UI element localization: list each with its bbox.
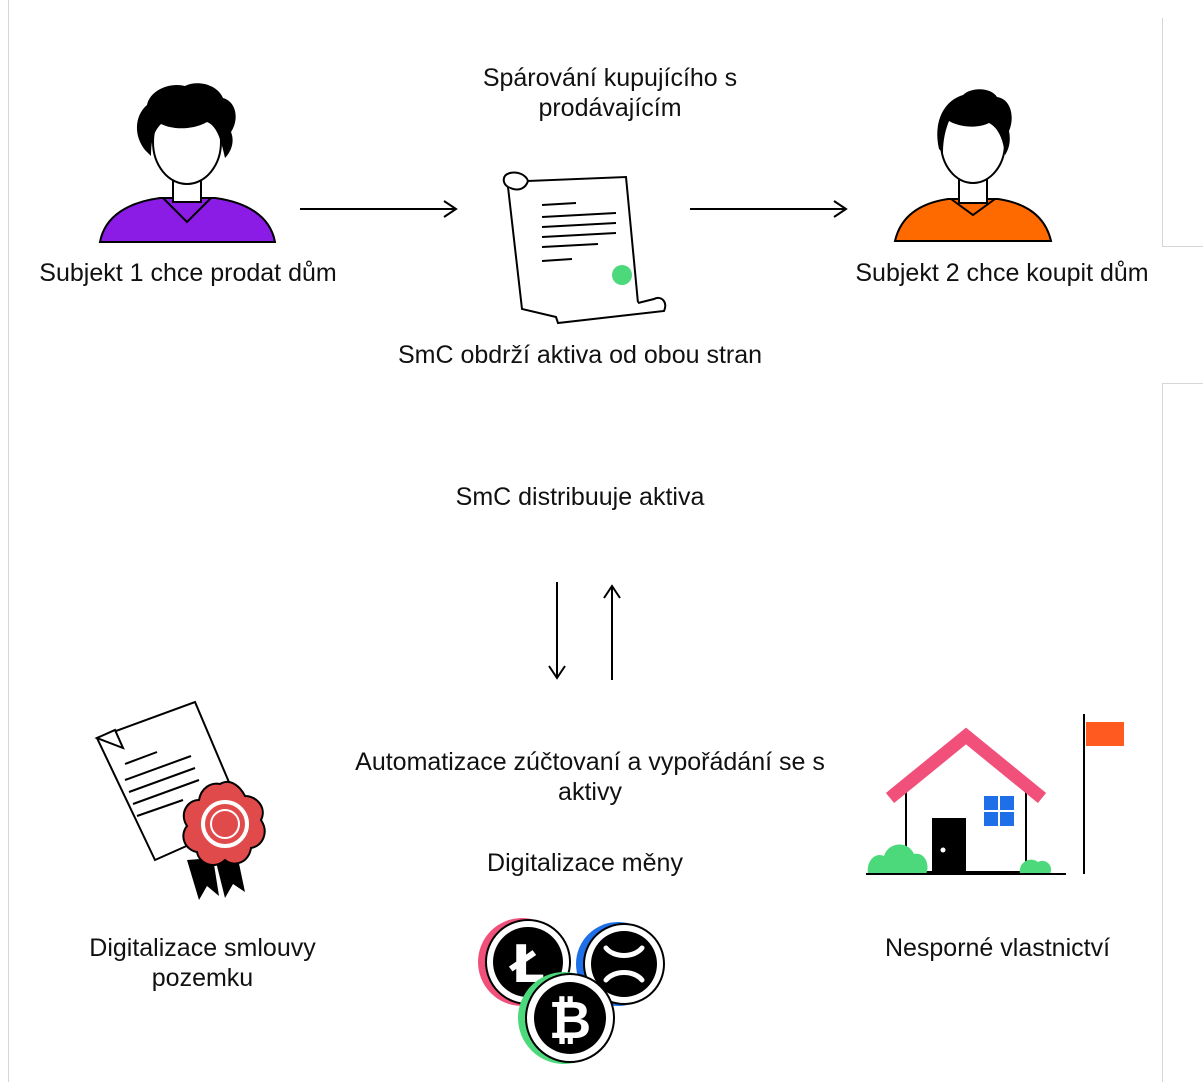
smc-distributes-label: SmC distribuuje aktiva [455, 483, 705, 511]
smc-receives-label: SmC obdrží aktiva od obou stran [397, 341, 763, 369]
land-contract-label: Digitalizace smlouvy pozemku [89, 934, 316, 992]
matching-label: Spárování kupujícího s prodávajícím [482, 64, 738, 122]
seller-person-icon [98, 83, 277, 243]
house-icon [866, 714, 1124, 875]
subject2-label: Subjekt 2 chce koupit dům [855, 259, 1149, 287]
scroll-contract-icon [502, 171, 667, 325]
arrow-down [548, 582, 566, 680]
arrow-right-1 [300, 200, 458, 218]
currency-label: Digitalizace měny [487, 849, 683, 877]
contract-seal [612, 265, 632, 285]
subject1-label: Subjekt 1 chce prodat dům [39, 259, 337, 287]
arrow-right-2 [690, 200, 848, 218]
certificate-icon [94, 700, 266, 900]
flag [1086, 722, 1124, 746]
left-frame-line [8, 0, 9, 1082]
seller-shirt [98, 197, 277, 243]
svg-text:₿: ₿ [549, 991, 591, 1051]
arrow-up [603, 584, 621, 680]
ownership-label: Nesporné vlastnictví [884, 934, 1111, 962]
right-frame-line-bottom-head [1162, 383, 1203, 384]
bush-left [867, 844, 928, 874]
buyer-person-icon [893, 89, 1053, 242]
right-frame-line-top-foot [1162, 246, 1203, 247]
right-frame-line-top [1162, 18, 1163, 246]
bush-right [1019, 859, 1052, 874]
crypto-coins-icon: Ł ₿ [478, 918, 665, 1064]
right-frame-line-bottom [1162, 383, 1163, 1082]
automation-label: Automatizace zúčtovaní a vypořádání se s… [355, 748, 825, 806]
buyer-shirt [893, 198, 1053, 242]
